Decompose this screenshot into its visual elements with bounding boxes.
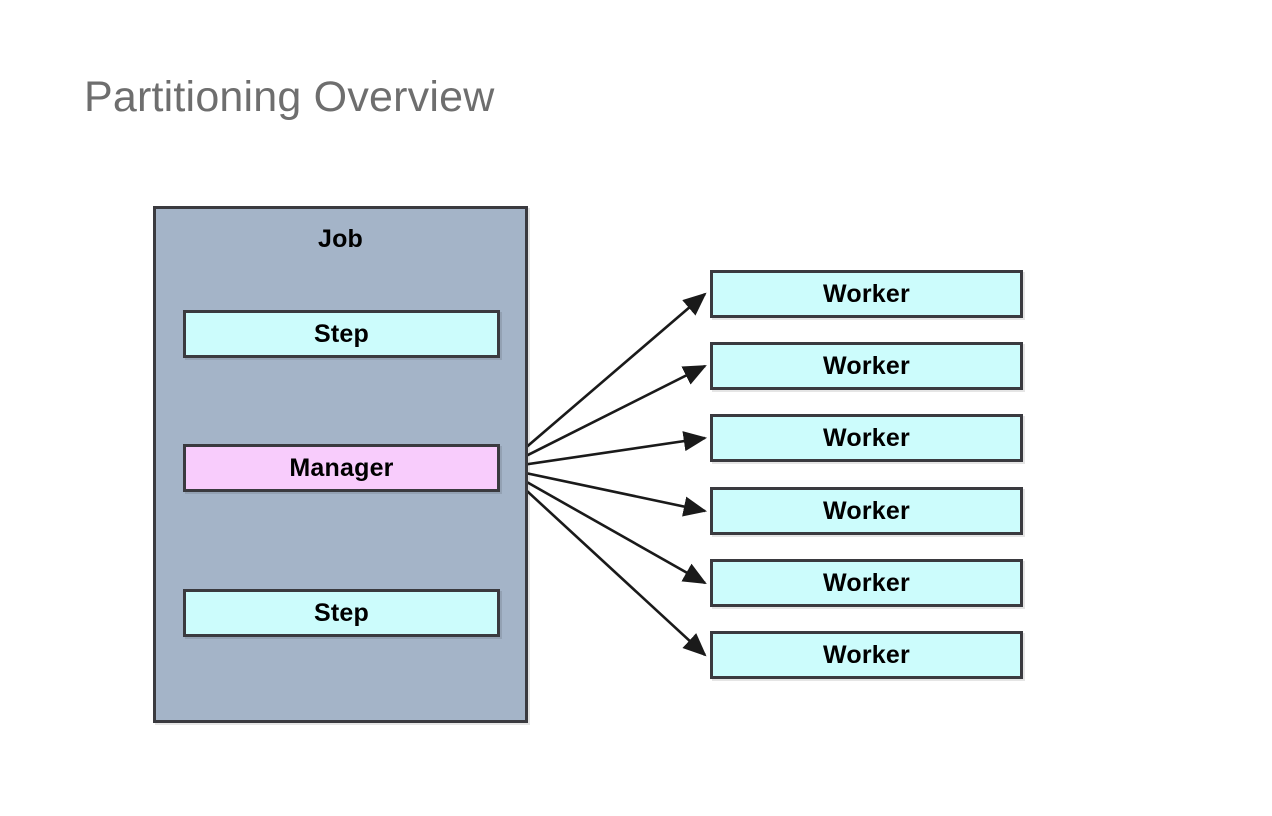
node-worker-0[interactable]: Worker: [710, 270, 1023, 318]
connector-manager-to-worker-0: [501, 292, 707, 469]
node-worker-2[interactable]: Worker: [710, 414, 1023, 462]
node-worker-0-label: Worker: [823, 279, 910, 308]
node-worker-1-label: Worker: [823, 351, 910, 380]
connector-manager-to-worker-5: [501, 467, 707, 657]
node-worker-4[interactable]: Worker: [710, 559, 1023, 607]
connector-manager-to-worker-4: [501, 466, 707, 585]
node-worker-4-label: Worker: [823, 568, 910, 597]
node-worker-2-label: Worker: [823, 423, 910, 452]
connector-manager-to-worker-3: [501, 466, 708, 517]
node-step-top[interactable]: Step: [183, 310, 500, 358]
node-worker-3[interactable]: Worker: [710, 487, 1023, 535]
page-title: Partitioning Overview: [84, 73, 495, 121]
node-manager[interactable]: Manager: [183, 444, 500, 492]
node-step-bottom[interactable]: Step: [183, 589, 500, 637]
connector-manager-to-worker-1: [501, 364, 707, 470]
job-label: Job: [317, 225, 364, 253]
node-step-bottom-label: Step: [314, 598, 369, 627]
node-worker-5[interactable]: Worker: [710, 631, 1023, 679]
connector-manager-to-worker-2: [501, 431, 708, 470]
node-worker-3-label: Worker: [823, 496, 910, 525]
node-manager-label: Manager: [289, 453, 394, 482]
node-step-top-label: Step: [314, 319, 369, 348]
node-worker-5-label: Worker: [823, 640, 910, 669]
node-worker-1[interactable]: Worker: [710, 342, 1023, 390]
